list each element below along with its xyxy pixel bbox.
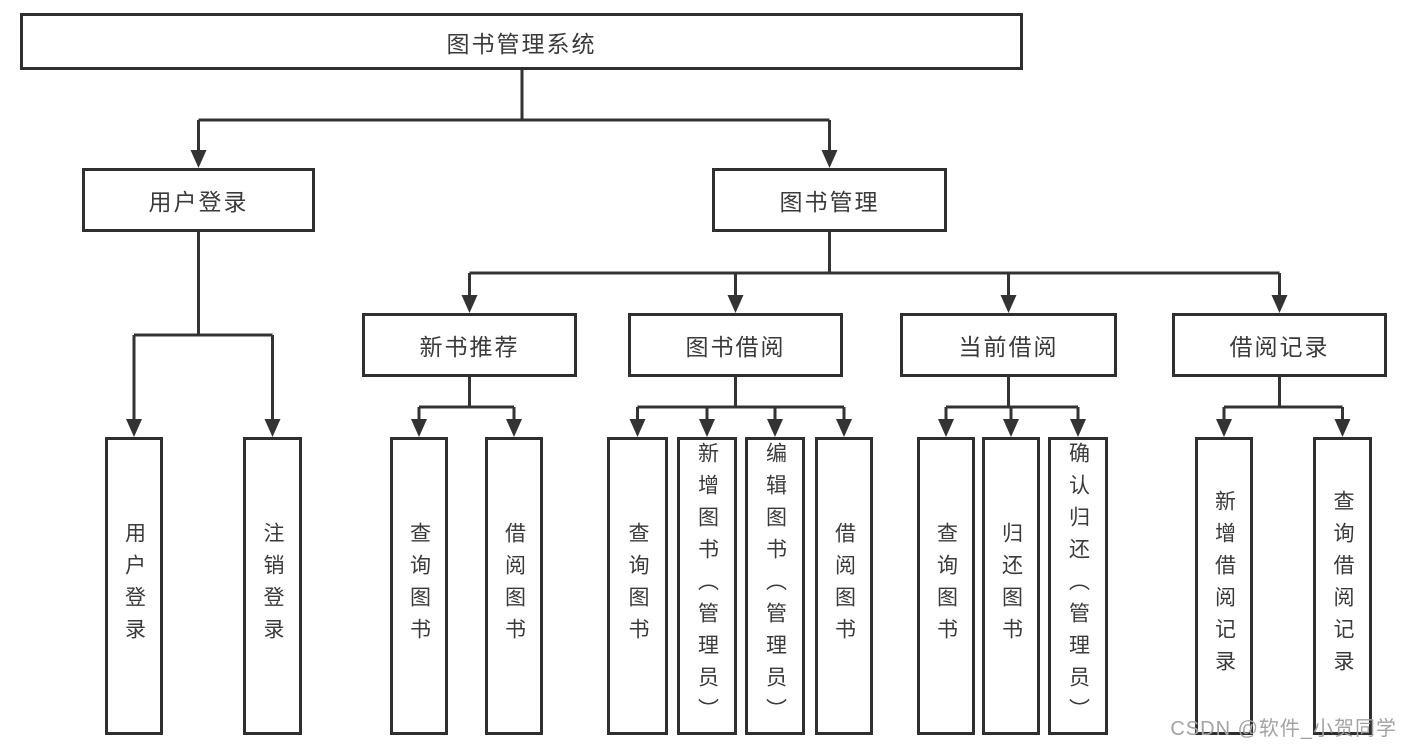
arrow-down-icon	[126, 419, 142, 437]
node-book-borrow: 图书借阅	[628, 313, 843, 377]
node-root-label: 图书管理系统	[446, 30, 597, 57]
node-user-login-label: 用户登录	[148, 189, 249, 215]
arrow-down-icon	[1070, 419, 1086, 437]
leaf-borrow-query-book: 查询图书	[607, 437, 668, 735]
arrow-down-icon	[506, 419, 522, 437]
leaf-add-borrow-record: 新增借阅记录	[1195, 437, 1253, 735]
leaf-recommend-query-book-label: 查询图书	[407, 522, 431, 650]
leaf-confirm-return-admin-label: 确认归还（管理员）	[1066, 442, 1090, 730]
leaf-borrow-book-label: 借阅图书	[832, 522, 856, 650]
arrow-down-icon	[767, 419, 783, 437]
arrow-down-icon	[1003, 419, 1019, 437]
node-root: 图书管理系统	[20, 13, 1023, 70]
arrow-down-icon	[461, 295, 478, 313]
arrow-down-icon	[411, 419, 427, 437]
node-book-management-label: 图书管理	[779, 189, 880, 215]
arrow-down-icon	[190, 150, 207, 168]
leaf-borrow-query-book-label: 查询图书	[626, 522, 649, 650]
arrow-down-icon	[727, 295, 744, 313]
node-current-borrow-label: 当前借阅	[958, 334, 1059, 360]
leaf-logout-label: 注销登录	[261, 522, 284, 650]
leaf-add-borrow-record-label: 新增借阅记录	[1212, 490, 1236, 682]
arrow-down-icon	[836, 419, 852, 437]
leaf-add-book-admin-label: 新增图书（管理员）	[695, 442, 719, 730]
leaf-edit-book-admin: 编辑图书（管理员）	[745, 437, 805, 735]
node-book-management: 图书管理	[712, 168, 947, 232]
node-user-login: 用户登录	[82, 168, 315, 232]
arrow-down-icon	[938, 419, 954, 437]
leaf-query-borrow-record-label: 查询借阅记录	[1331, 490, 1354, 682]
leaf-recommend-borrow-book-label: 借阅图书	[502, 522, 526, 650]
node-new-book-recommend-label: 新书推荐	[419, 334, 520, 360]
arrow-down-icon	[1000, 295, 1017, 313]
arrow-down-icon	[629, 419, 646, 437]
leaf-logout: 注销登录	[243, 437, 302, 735]
leaf-edit-book-admin-label: 编辑图书（管理员）	[763, 442, 787, 730]
leaf-current-query-book-label: 查询图书	[934, 522, 958, 650]
arrow-down-icon	[699, 419, 715, 437]
node-borrow-record: 借阅记录	[1172, 313, 1387, 377]
leaf-borrow-book: 借阅图书	[815, 437, 873, 735]
node-book-borrow-label: 图书借阅	[685, 334, 786, 360]
leaf-add-book-admin: 新增图书（管理员）	[677, 437, 737, 735]
leaf-query-borrow-record: 查询借阅记录	[1313, 437, 1372, 735]
arrow-down-icon	[1271, 295, 1288, 313]
arrow-down-icon	[264, 419, 281, 437]
node-current-borrow: 当前借阅	[900, 313, 1117, 377]
leaf-confirm-return-admin: 确认归还（管理员）	[1048, 437, 1108, 735]
leaf-recommend-borrow-book: 借阅图书	[485, 437, 543, 735]
leaf-recommend-query-book: 查询图书	[390, 437, 448, 735]
arrow-down-icon	[1334, 419, 1351, 437]
csdn-watermark: CSDN @软件_小贺同学	[1170, 718, 1397, 740]
leaf-user-login-label: 用户登录	[122, 522, 146, 650]
leaf-return-book-label: 归还图书	[999, 522, 1023, 650]
leaf-user-login: 用户登录	[105, 437, 163, 735]
node-new-book-recommend: 新书推荐	[362, 313, 577, 377]
node-borrow-record-label: 借阅记录	[1229, 334, 1330, 360]
leaf-return-book: 归还图书	[982, 437, 1040, 735]
arrow-down-icon	[821, 150, 838, 168]
leaf-current-query-book: 查询图书	[917, 437, 975, 735]
arrow-down-icon	[1216, 419, 1232, 437]
